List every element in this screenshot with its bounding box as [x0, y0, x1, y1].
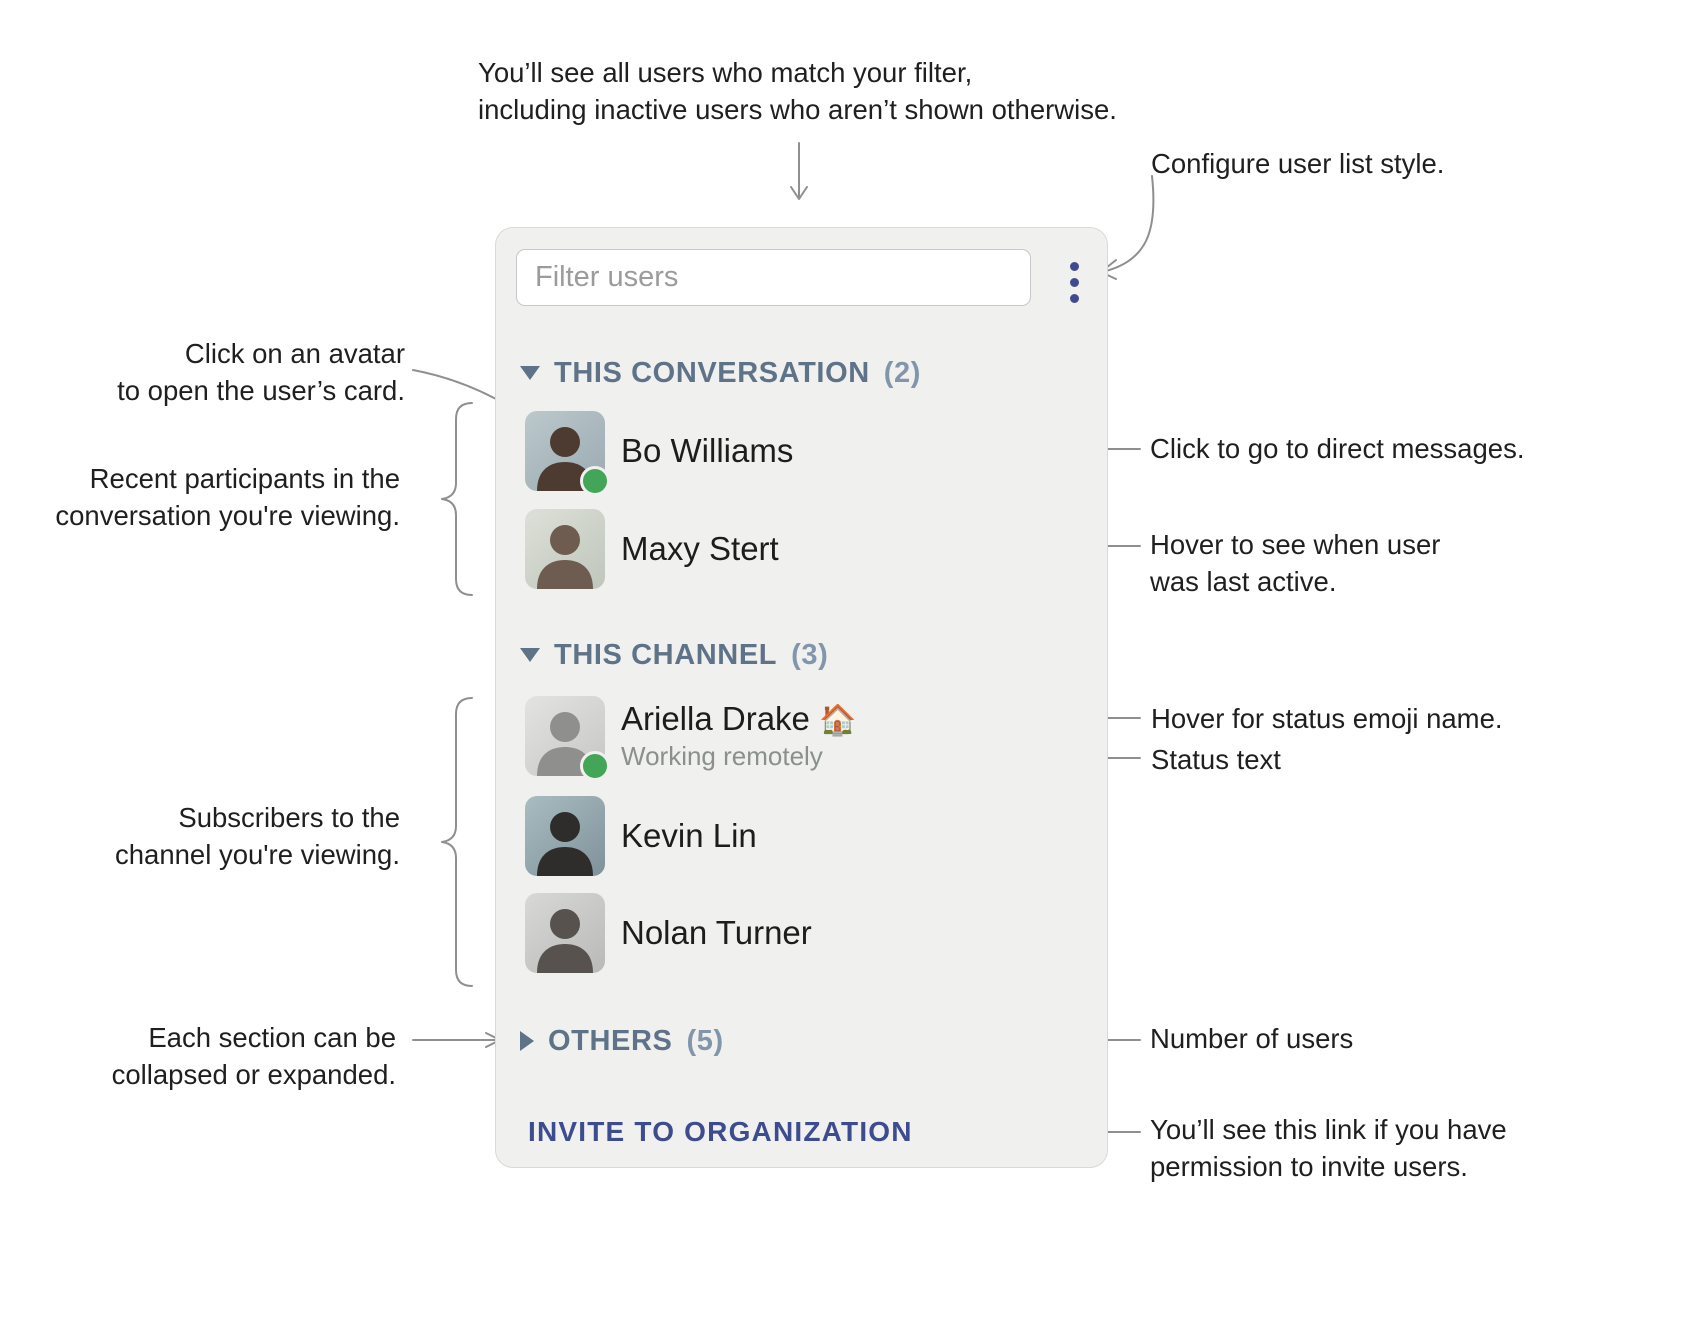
status-emoji[interactable]: 🏠 [819, 704, 857, 737]
user-row[interactable]: Ariella Drake 🏠 Working remotely [525, 696, 857, 781]
section-label: OTHERS [548, 1024, 673, 1057]
connector-participants-brace [441, 402, 473, 596]
section-count: (3) [791, 638, 829, 671]
annotation-direct-messages-note: Click to go to direct messages. [1150, 433, 1525, 464]
user-name: Nolan Turner [621, 914, 812, 951]
user-name: Kevin Lin [621, 817, 757, 854]
section-count: (2) [883, 356, 922, 389]
connector-collapse-arrow [412, 1032, 501, 1048]
section-this-conversation[interactable]: THIS CONVERSATION (2) [520, 351, 921, 395]
chevron-down-icon [520, 648, 540, 662]
avatar[interactable] [525, 411, 610, 496]
presence-dot [580, 751, 610, 781]
annotation-last-active-note: Hover to see when user was last active. [1150, 529, 1441, 597]
presence-dot [580, 466, 610, 496]
annotation-status-text-note: Status text [1151, 744, 1281, 775]
section-count: (5) [686, 1024, 724, 1057]
annotation-filter-note: You’ll see all users who match your filt… [478, 57, 1117, 125]
section-label: THIS CONVERSATION [554, 356, 870, 389]
avatar[interactable] [525, 696, 610, 781]
section-label: THIS CHANNEL [554, 638, 778, 671]
annotation-avatar-note: Click on an avatar to open the user’s ca… [117, 338, 405, 406]
avatar[interactable] [525, 893, 605, 973]
vertical-ellipsis-icon [1069, 261, 1079, 271]
avatar[interactable] [525, 509, 605, 589]
chevron-down-icon [520, 366, 540, 380]
user-name: Ariella Drake 🏠 [621, 700, 857, 737]
user-row[interactable]: Maxy Stert [525, 509, 779, 589]
annotation-subscribers-note: Subscribers to the channel you're viewin… [114, 802, 400, 870]
user-row[interactable]: Kevin Lin [525, 796, 757, 876]
annotation-user-count-note: Number of users [1150, 1023, 1354, 1054]
status-text: Working remotely [621, 741, 823, 771]
user-name: Maxy Stert [621, 530, 779, 567]
user-name: Bo Williams [621, 432, 794, 469]
annotation-collapse-note: Each section can be collapsed or expande… [111, 1022, 396, 1090]
user-list-menu-button[interactable] [1052, 252, 1096, 312]
filter-users-input[interactable] [516, 249, 1031, 306]
user-row[interactable]: Nolan Turner [525, 893, 812, 973]
section-others[interactable]: OTHERS (5) [520, 1019, 724, 1063]
connector-filter-note-arrow [790, 142, 808, 200]
section-this-channel[interactable]: THIS CHANNEL (3) [520, 633, 828, 677]
user-row[interactable]: Bo Williams [525, 411, 794, 496]
connector-subscribers-brace [441, 697, 473, 987]
user-list-panel: THIS CONVERSATION (2) Bo Williams Maxy S… [495, 227, 1108, 1168]
avatar[interactable] [525, 796, 605, 876]
connector-configure-curve [1100, 175, 1155, 280]
invite-to-organization-link[interactable]: INVITE TO ORGANIZATION [528, 1116, 913, 1147]
chevron-right-icon [520, 1031, 534, 1051]
annotation-participants-note: Recent participants in the conversation … [55, 463, 400, 531]
annotation-invite-note: You’ll see this link if you have permiss… [1150, 1114, 1507, 1182]
annotation-status-emoji-note: Hover for status emoji name. [1151, 703, 1503, 734]
annotation-configure-note: Configure user list style. [1151, 148, 1445, 179]
